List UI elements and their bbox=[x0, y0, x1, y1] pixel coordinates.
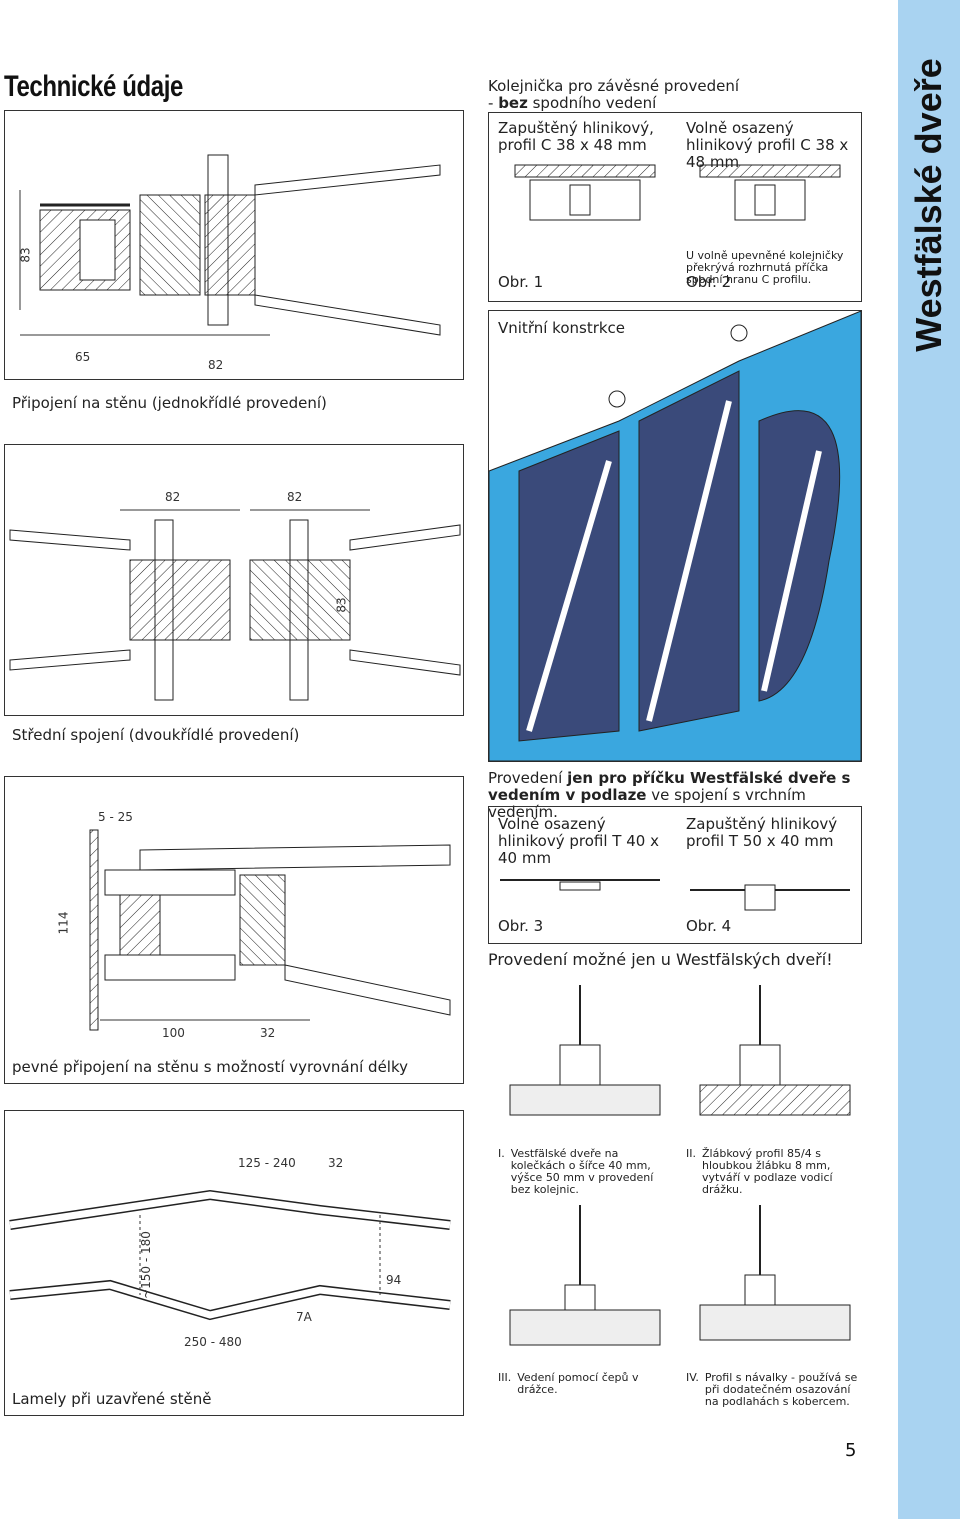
floor-profile-drawing bbox=[500, 879, 850, 911]
dim-left: 65 bbox=[75, 350, 91, 364]
floor-intro: Provedení jen pro příčku Westfälské dveř… bbox=[488, 769, 851, 821]
floor-items-drawing bbox=[509, 985, 851, 1346]
fig2-number: Obr. 2 bbox=[686, 273, 732, 291]
section2-box bbox=[4, 444, 464, 716]
page-number: 5 bbox=[845, 1440, 857, 1461]
dim-width-100: 100 bbox=[162, 1026, 185, 1040]
section4-drawing bbox=[9, 1189, 451, 1321]
dim-top-32: 32 bbox=[328, 1156, 344, 1170]
section1-box bbox=[4, 110, 464, 380]
dim-angle: 7A bbox=[296, 1310, 312, 1324]
side-title: Westfälské dveře bbox=[908, 58, 949, 352]
rail-box bbox=[488, 112, 862, 302]
rail-title: Kolejnička pro závěsné provedení - bez s… bbox=[488, 77, 739, 112]
fig4-number: Obr. 4 bbox=[686, 917, 732, 935]
interior-caption: Vnitřní konstrkce bbox=[498, 319, 626, 337]
dim-right-82: 82 bbox=[287, 490, 303, 504]
dim-right: 82 bbox=[208, 358, 224, 372]
section4-caption: Lamely při uzavřené stěně bbox=[12, 1390, 212, 1408]
fig3-label: Volně osazený hlinikový profil T 40 x 40… bbox=[498, 815, 659, 867]
dim-right-94: 94 bbox=[386, 1273, 402, 1287]
dim-height-114: 114 bbox=[56, 911, 71, 935]
fig1-number: Obr. 1 bbox=[498, 273, 544, 291]
page-title: Technické údaje bbox=[4, 70, 183, 103]
section4-box bbox=[4, 1110, 464, 1416]
side-band bbox=[898, 0, 960, 1519]
item-3: III.Vedení pomocí čepů v drážce. bbox=[498, 1371, 639, 1396]
dim-height-83: 83 bbox=[334, 597, 349, 613]
rail-drawing bbox=[514, 164, 841, 221]
dim-bottom: 250 - 480 bbox=[184, 1335, 242, 1349]
section2-drawing bbox=[9, 509, 461, 701]
fig4-label: Zapuštěný hlinikový profil T 50 x 40 mm bbox=[686, 815, 838, 850]
fig2-label: Volně osazený hlinikový profil C 38 x 48… bbox=[686, 119, 849, 171]
dim-top: 125 - 240 bbox=[238, 1156, 296, 1170]
section2-caption: Střední spojení (dvoukřídlé provedení) bbox=[12, 726, 300, 744]
floor-box bbox=[488, 806, 862, 944]
dim-gap: 5 - 25 bbox=[98, 810, 133, 824]
item-4: IV.Profil s návalky - používá se při dod… bbox=[686, 1371, 858, 1408]
item-1: I.Vestfälské dveře na kolečkách o šířce … bbox=[498, 1147, 654, 1196]
interior-drawing bbox=[488, 310, 862, 762]
section3-caption: pevné připojení na stěnu s možností vyro… bbox=[12, 1058, 408, 1076]
fig2-note: U volně upevněné kolejničky překrývá roz… bbox=[686, 249, 844, 286]
section1-drawing bbox=[19, 154, 441, 336]
section1-caption: Připojení na stěnu (jednokřídlé proveden… bbox=[12, 394, 327, 412]
dim-left-82: 82 bbox=[165, 490, 181, 504]
dim-height: 83 bbox=[18, 247, 33, 263]
floor-note: Provedení možné jen u Westfälských dveří… bbox=[488, 950, 833, 969]
dim-width-32: 32 bbox=[260, 1026, 276, 1040]
dim-vertical: ~150 - 180 bbox=[138, 1231, 153, 1299]
item-2: II.Žlábkový profil 85/4 s hloubkou žlábk… bbox=[686, 1147, 833, 1196]
section3-drawing bbox=[89, 829, 451, 1031]
fig1-label: Zapuštěný hlinikový, profil C 38 x 48 mm bbox=[498, 119, 654, 154]
section3-box bbox=[4, 776, 464, 1084]
fig3-number: Obr. 3 bbox=[498, 917, 544, 935]
